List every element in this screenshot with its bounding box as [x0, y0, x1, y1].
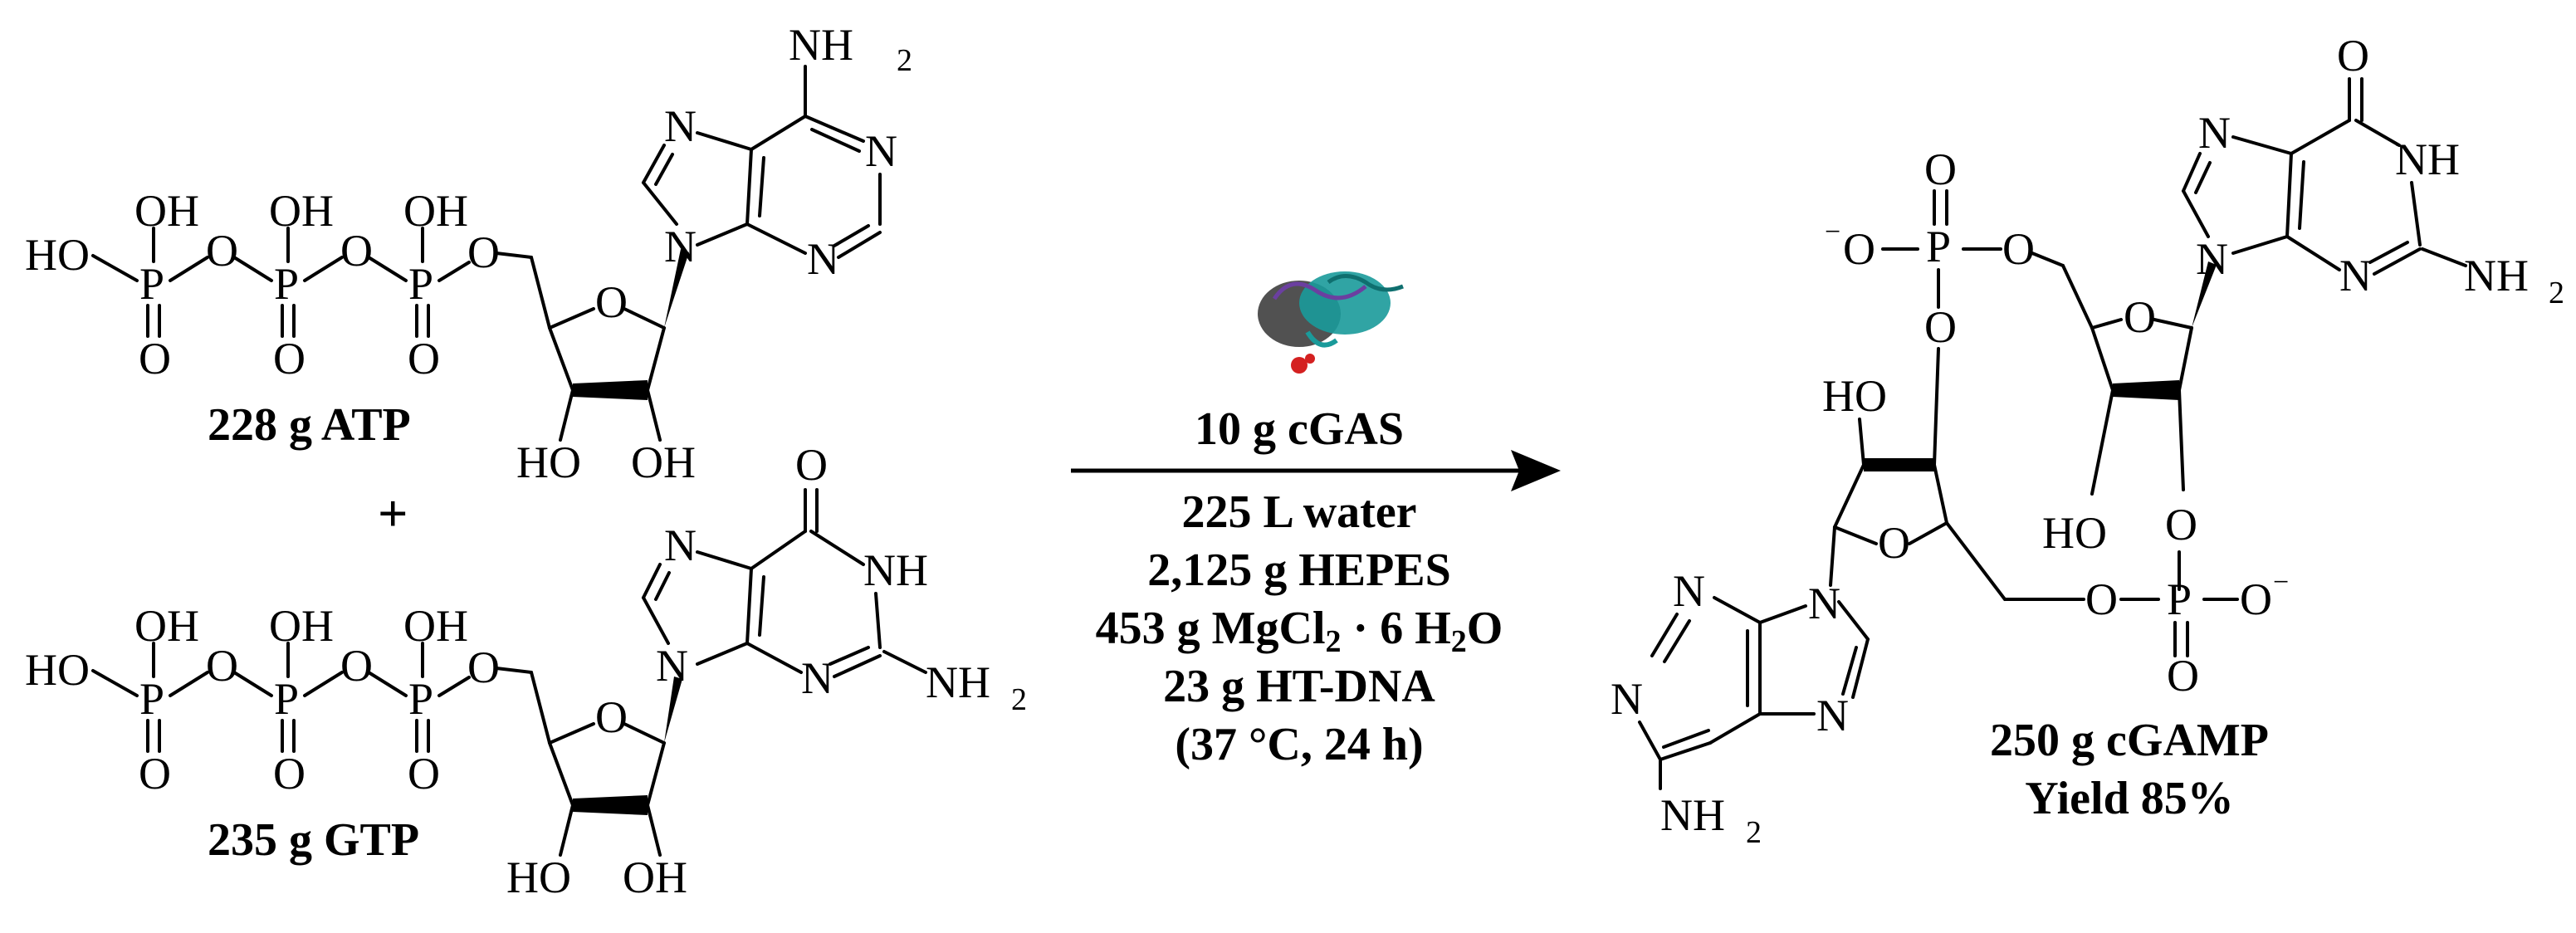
- gtp-nh2: NH: [926, 657, 990, 707]
- cgamp-g-nh2: NH: [2464, 251, 2529, 300]
- cgamp-label: 250 g cGAMP: [1990, 715, 2269, 766]
- gtp-p2-oh: OH: [269, 601, 334, 651]
- atp-p2: P: [274, 259, 299, 309]
- cgamp-a-3oh: HO: [1822, 371, 1887, 421]
- atp-n9: N: [664, 222, 697, 271]
- gtp-structure: HO P OH O O P OH O O P OH O O O: [25, 440, 1027, 902]
- cgamp-o-top-right: O: [2002, 224, 2035, 274]
- cgamp-structure: P O O − O O O HO O N N: [1611, 31, 2564, 850]
- cgamp-g-ring-o: O: [2124, 292, 2156, 342]
- atp-2oh: OH: [631, 437, 696, 487]
- cgamp-a-ring-o: O: [1878, 518, 1910, 568]
- cgamp-g-n1h: NH: [2395, 134, 2460, 184]
- cgamp-p-bottom-ominus: O: [2240, 574, 2272, 624]
- atp-p1-o: O: [139, 334, 171, 383]
- atp-ho-terminal: HO: [25, 230, 90, 280]
- gtp-ring-o: O: [595, 692, 628, 742]
- gtp-o-5prime: O: [467, 642, 500, 692]
- cgamp-charge-bottom: −: [2273, 567, 2289, 598]
- yield-label: Yield 85%: [2025, 773, 2233, 824]
- cgamp-g-n9: N: [2196, 234, 2228, 284]
- cgamp-g-3oh: HO: [2042, 508, 2107, 558]
- gtp-3oh: HO: [506, 852, 571, 902]
- arrow-head: [1511, 450, 1561, 491]
- gtp-p1-o: O: [139, 749, 171, 799]
- atp-n3: N: [807, 234, 839, 284]
- atp-nh2: NH: [789, 20, 853, 70]
- gtp-n1h: NH: [863, 545, 928, 595]
- cgamp-g-n3: N: [2339, 251, 2372, 300]
- atp-ring-o: O: [595, 277, 628, 327]
- atp-p2-o: O: [273, 334, 306, 383]
- plus-sign: +: [378, 484, 408, 543]
- cgamp-p-top-ominus: O: [1843, 224, 1875, 274]
- buffer-label: 2,125 g HEPES: [1147, 545, 1451, 596]
- cgamp-a-nh2: NH: [1660, 790, 1725, 840]
- gtp-p2-o: O: [273, 749, 306, 799]
- enzyme-label: 10 g cGAS: [1195, 403, 1404, 455]
- atp-n7: N: [664, 101, 697, 151]
- cgamp-g-2o: O: [2165, 500, 2197, 550]
- cgamp-a-nh2-sub: 2: [1746, 815, 1762, 850]
- cgamp-p-top: P: [1926, 222, 1951, 271]
- atp-p2-oh: OH: [269, 186, 334, 236]
- cgamp-o-bottom-left: O: [2085, 574, 2118, 624]
- gtp-p3-oh: OH: [403, 601, 468, 651]
- cgamp-p-bottom: P: [2167, 574, 2192, 624]
- cgamp-o-top-down: O: [1924, 302, 1957, 352]
- cgamp-a-n9: N: [1808, 579, 1840, 628]
- gtp-o-bridge1: O: [206, 641, 238, 691]
- gtp-n3: N: [801, 653, 833, 703]
- gtp-nh2-sub: 2: [1011, 682, 1027, 717]
- atp-p3-o: O: [408, 334, 440, 383]
- cgamp-g-carbonyl-o: O: [2337, 31, 2369, 81]
- gtp-n7: N: [664, 520, 697, 570]
- gtp-carbonyl-o: O: [795, 440, 828, 490]
- dna-label: 23 g HT-DNA: [1163, 661, 1435, 712]
- atp-p3: P: [408, 259, 433, 309]
- cgamp-a-n3: N: [1673, 566, 1705, 616]
- gtp-o-bridge2: O: [340, 641, 373, 691]
- cgamp-charge-top: −: [1825, 217, 1840, 247]
- gtp-ho-terminal: HO: [25, 645, 90, 695]
- cgamp-p-bottom-o: O: [2167, 651, 2199, 701]
- gtp-n9: N: [656, 641, 688, 691]
- cgamp-g-n7: N: [2198, 108, 2231, 158]
- cgamp-p-top-o: O: [1924, 144, 1957, 194]
- reaction-arrow-group: 10 g cGAS 225 L water 2,125 g HEPES 453 …: [1071, 271, 1561, 770]
- atp-structure: HO P OH O O P OH O O P OH O O O: [25, 20, 912, 487]
- atp-o-bridge1: O: [206, 226, 238, 276]
- atp-label: 228 g ATP: [208, 399, 411, 451]
- atp-o-5prime: O: [467, 227, 500, 277]
- atp-n1: N: [865, 126, 897, 176]
- water-label: 225 L water: [1181, 486, 1416, 538]
- atp-p3-oh: OH: [403, 186, 468, 236]
- gtp-p1: P: [139, 674, 164, 724]
- gtp-label: 235 g GTP: [208, 814, 419, 866]
- gtp-2oh: OH: [623, 852, 687, 902]
- cgamp-g-nh2-sub: 2: [2549, 276, 2564, 310]
- atp-p1-oh: OH: [134, 186, 199, 236]
- temp-time-label: (37 °C, 24 h): [1175, 719, 1423, 770]
- atp-p1: P: [139, 259, 164, 309]
- atp-3oh: HO: [516, 437, 581, 487]
- cgas-protein-icon: [1258, 271, 1404, 374]
- gtp-p1-oh: OH: [134, 601, 199, 651]
- salt-label: 453 g MgCl2 · 6 H2O: [1096, 603, 1503, 659]
- cgamp-a-n7: N: [1816, 691, 1849, 740]
- gtp-p3-o: O: [408, 749, 440, 799]
- cgamp-a-n1: N: [1611, 674, 1643, 724]
- atp-nh2-sub: 2: [897, 43, 912, 78]
- gtp-p3: P: [408, 674, 433, 724]
- gtp-p2: P: [274, 674, 299, 724]
- atp-o-bridge2: O: [340, 226, 373, 276]
